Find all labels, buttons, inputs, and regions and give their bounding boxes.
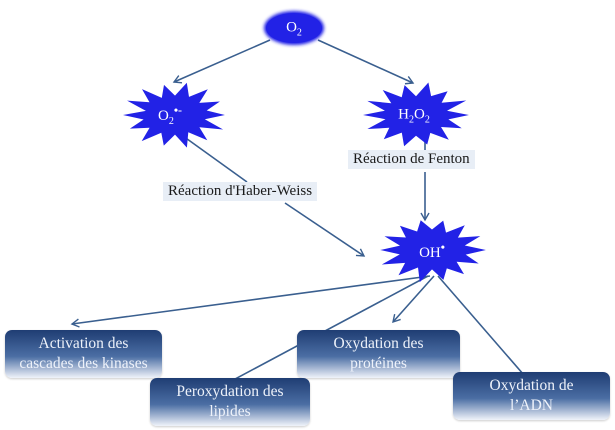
superoxide-node: O2•- — [158, 103, 182, 127]
outcome-lipides-line1: Peroxydation des — [176, 383, 284, 400]
h2o2-h: H — [398, 106, 409, 123]
arrow-superoxide-to-label — [182, 135, 248, 183]
arrow-hydroxyl-to-proteines — [392, 275, 435, 324]
hydroxyl-superscript: • — [440, 240, 445, 254]
arrow-o2-to-superoxide — [172, 39, 271, 84]
superoxide-superscript: •- — [173, 103, 183, 117]
arrow-hydroxyl-to-adn — [437, 275, 531, 384]
superoxide-subscript: 2 — [168, 116, 174, 127]
outcome-kinases-line1: Activation des — [38, 335, 129, 352]
superoxide-symbol: O — [157, 108, 169, 124]
outcome-proteines-line2: protéines — [350, 355, 407, 372]
arrow-haber-weiss-to-hydroxyl — [284, 202, 366, 257]
outcome-proteines: Oxydation des protéines — [297, 330, 460, 378]
outcome-lipides-line2: lipides — [209, 403, 251, 420]
h2o2-sub2: 2 — [424, 114, 430, 126]
o2-node: O2 — [286, 20, 302, 39]
h2o2-sub1: 2 — [409, 114, 414, 126]
outcome-adn-line1: Oxydation de — [489, 377, 574, 394]
arrow-o2-to-h2o2 — [317, 39, 415, 85]
hydroxyl-node: OH• — [419, 240, 445, 262]
h2o2-star-shape — [363, 82, 469, 147]
outcome-adn-line2: l’ADN — [509, 397, 554, 414]
superoxide-star-shape — [123, 82, 225, 148]
outcome-kinases: Activation des cascades des kinases — [5, 330, 162, 378]
outcome-lipides: Peroxydation des lipides — [150, 378, 310, 426]
haber-weiss-label: Réaction d'Haber-Weiss — [163, 182, 318, 201]
h2o2-o: O — [414, 106, 425, 123]
outcome-adn: Oxydation de l’ADN — [453, 372, 610, 420]
fenton-label: Réaction de Fenton — [348, 150, 475, 169]
h2o2-node: H2O2 — [398, 107, 430, 126]
o2-symbol: O — [286, 19, 297, 36]
outcome-kinases-line2: cascades des kinases — [19, 355, 148, 372]
outcome-proteines-line1: Oxydation des — [333, 335, 424, 352]
hydroxyl-star-shape — [380, 220, 486, 283]
o2-subscript: 2 — [296, 27, 302, 39]
arrow-hydroxyl-to-kinases — [70, 275, 431, 328]
hydroxyl-symbol: OH — [419, 245, 441, 261]
